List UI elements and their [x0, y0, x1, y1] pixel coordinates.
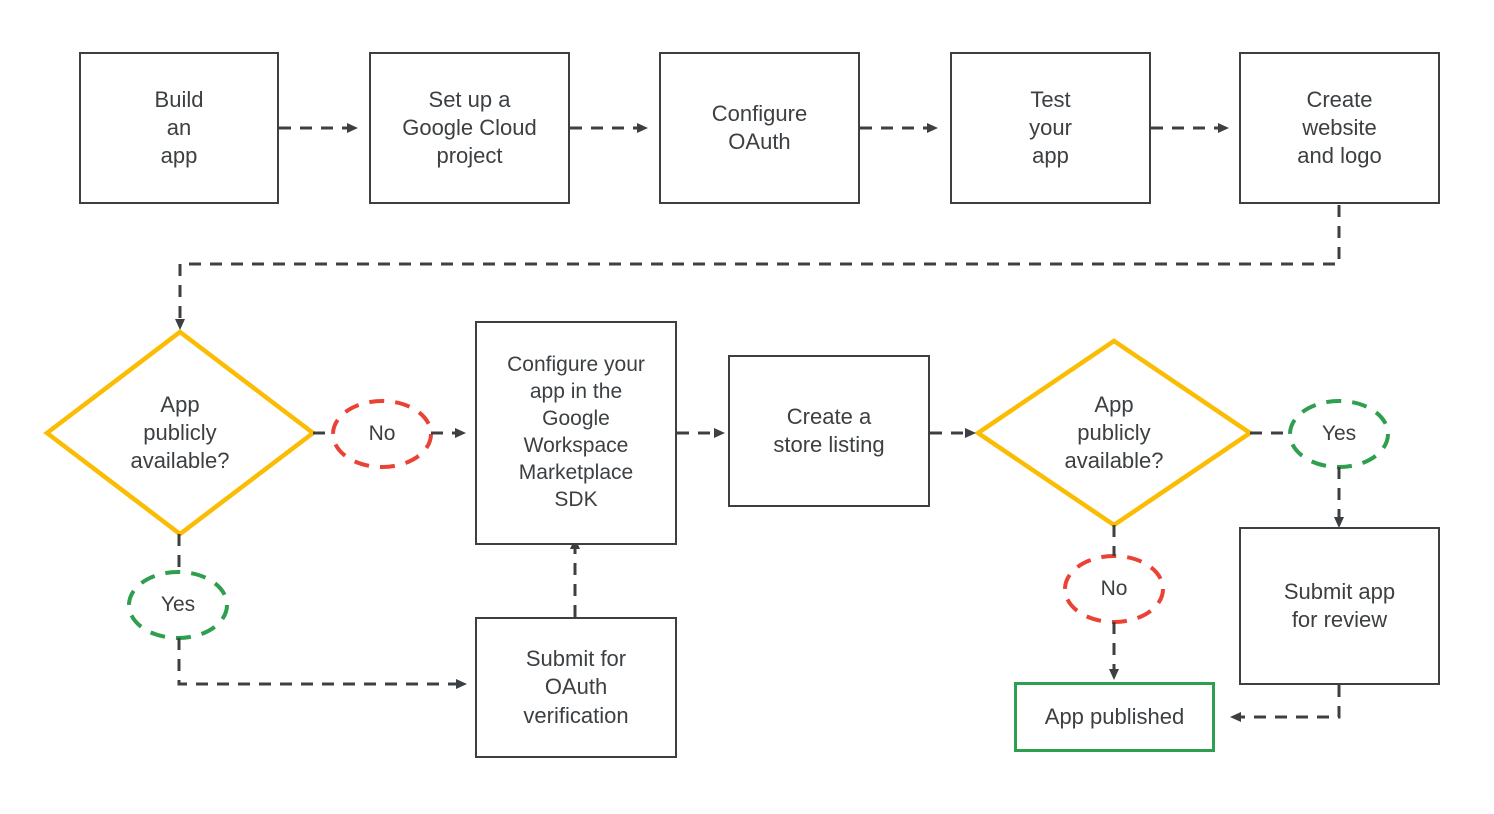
node-create-website-and-logo-label: Create website and logo	[1297, 86, 1382, 169]
node-oauth-verification-label: Submit for OAuth verification	[523, 646, 629, 728]
edge-label-no-left-text: No	[368, 421, 396, 445]
edge-label-no-right: No	[1065, 572, 1163, 606]
node-configure-sdk-label: Configure your app in the Google Workspa…	[507, 353, 645, 511]
node-create-website-and-logo[interactable]: Create website and logo	[1239, 52, 1440, 204]
node-store-listing-label: Create a store listing	[773, 403, 885, 457]
node-configure-oauth[interactable]: Configure OAuth	[659, 52, 860, 204]
edge-submit-for-review-to-app-published	[1230, 685, 1341, 722]
node-configure-sdk[interactable]: Configure your app in the Google Workspa…	[475, 321, 677, 545]
node-submit-for-review-label: Submit app for review	[1283, 578, 1396, 632]
edge-yes-label-to-oauth-verification	[177, 638, 467, 689]
node-build-an-app-label: Build an app	[154, 86, 204, 169]
node-build-an-app[interactable]: Build an app	[79, 52, 279, 204]
node-test-your-app-label: Test your app	[1029, 86, 1072, 169]
edge-label-no-left: No	[333, 417, 431, 451]
edge-label-yes-left-text: Yes	[160, 592, 196, 616]
node-app-published[interactable]: App published	[1014, 682, 1215, 752]
edge-website-to-decision-left	[175, 205, 1341, 330]
node-gcp-project[interactable]: Set up a Google Cloud project	[369, 52, 570, 204]
node-configure-oauth-label: Configure OAuth	[711, 100, 808, 154]
edge-label-yes-right: Yes	[1290, 417, 1388, 451]
node-oauth-verification[interactable]: Submit for OAuth verification	[475, 617, 677, 758]
edge-label-yes-right-text: Yes	[1321, 421, 1357, 445]
node-gcp-project-label: Set up a Google Cloud project	[402, 86, 537, 169]
node-submit-for-review[interactable]: Submit app for review	[1239, 527, 1440, 685]
node-store-listing[interactable]: Create a store listing	[728, 355, 930, 507]
edge-label-yes-left: Yes	[129, 588, 227, 622]
node-app-published-label: App published	[1044, 703, 1185, 729]
edge-label-no-right-text: No	[1100, 576, 1128, 600]
node-test-your-app[interactable]: Test your app	[950, 52, 1151, 204]
decision-left-diamond[interactable]	[43, 329, 317, 537]
decision-right-diamond[interactable]	[973, 338, 1255, 528]
